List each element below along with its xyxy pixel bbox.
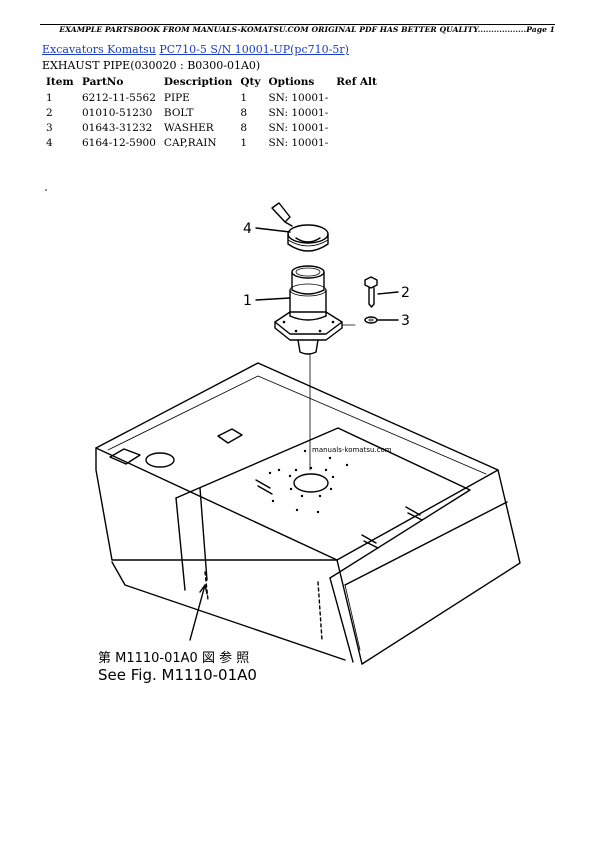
- cell-qty: 1: [240, 92, 248, 104]
- table-header-row: Item PartNo Description Qty Options Ref …: [42, 75, 381, 91]
- cell-options: SN: 10001-: [268, 122, 329, 134]
- cell-item: 1: [46, 92, 53, 104]
- rain-cap-part: [271, 202, 329, 252]
- bolt-part: [364, 276, 378, 308]
- cell-item: 2: [46, 107, 53, 119]
- page-header: EXAMPLE PARTSBOOK FROM MANUALS-KOMATSU.C…: [59, 25, 555, 34]
- cell-description: WASHER: [163, 122, 214, 134]
- column-header-qty: Qty: [240, 76, 261, 88]
- cell-item: 3: [46, 122, 53, 134]
- column-header-description: Description: [163, 76, 233, 88]
- callout-4: 4: [243, 221, 291, 237]
- cell-options: SN: 10001-: [268, 107, 329, 119]
- washer-part: [364, 316, 378, 324]
- breadcrumb-link-model[interactable]: PC710-5 S/N 10001-UP(pc710-5r): [159, 43, 349, 56]
- cell-qty: 1: [240, 137, 248, 149]
- cell-description: CAP,RAIN: [163, 137, 217, 149]
- column-header-options: Options: [268, 76, 315, 88]
- cell-item: 4: [46, 137, 53, 149]
- watermark-text: manuals-komatsu.com: [312, 446, 392, 454]
- callout-3: 3: [377, 313, 410, 329]
- cell-refalt: [332, 121, 381, 136]
- table-row: 3 01643-31232 WASHER 8 SN: 10001-: [42, 121, 381, 136]
- callout-1: 1: [243, 293, 291, 309]
- table-row: 4 6164-12-5900 CAP,RAIN 1 SN: 10001-: [42, 136, 381, 151]
- cell-options: SN: 10001-: [268, 137, 329, 149]
- column-header-item: Item: [46, 76, 74, 88]
- cell-refalt: [332, 136, 381, 151]
- cell-refalt: [332, 91, 381, 106]
- column-header-partno: PartNo: [82, 76, 124, 88]
- header-rule: [40, 24, 555, 25]
- svg-text:1: 1: [243, 293, 252, 309]
- cell-options: SN: 10001-: [268, 92, 329, 104]
- figure-reference-en: See Fig. M1110-01A0: [98, 666, 257, 684]
- section-title: EXHAUST PIPE(030020 : B0300-01A0): [42, 59, 261, 72]
- table-row: 1 6212-11-5562 PIPE 1 SN: 10001-: [42, 91, 381, 106]
- cell-partno: 6164-12-5900: [82, 137, 156, 149]
- cell-partno: 01010-51230: [82, 107, 153, 119]
- cell-partno: 6212-11-5562: [82, 92, 156, 104]
- cell-description: PIPE: [163, 92, 190, 104]
- callout-2: 2: [377, 285, 410, 301]
- stray-dot: [45, 189, 47, 191]
- cell-qty: 8: [240, 122, 248, 134]
- exploded-parts-drawing: 4 1 2 3: [45, 189, 521, 684]
- svg-text:2: 2: [401, 285, 410, 301]
- tank-structure: [95, 362, 521, 665]
- breadcrumb: Excavators Komatsu PC710-5 S/N 10001-UP(…: [42, 43, 349, 56]
- parts-table: Item PartNo Description Qty Options Ref …: [42, 75, 381, 151]
- breadcrumb-link-category[interactable]: Excavators Komatsu: [42, 43, 156, 56]
- svg-text:4: 4: [243, 221, 252, 237]
- cell-refalt: [332, 106, 381, 121]
- svg-text:3: 3: [401, 313, 410, 329]
- reference-leader-arrow: [189, 584, 208, 641]
- cell-partno: 01643-31232: [82, 122, 153, 134]
- cell-qty: 8: [240, 107, 248, 119]
- table-row: 2 01010-51230 BOLT 8 SN: 10001-: [42, 106, 381, 121]
- exhaust-pipe-part: [274, 265, 356, 355]
- cell-description: BOLT: [163, 107, 194, 119]
- figure-reference-jp: 第 M1110-01A0 図 参 照: [98, 650, 249, 666]
- column-header-refalt: Ref Alt: [336, 76, 377, 88]
